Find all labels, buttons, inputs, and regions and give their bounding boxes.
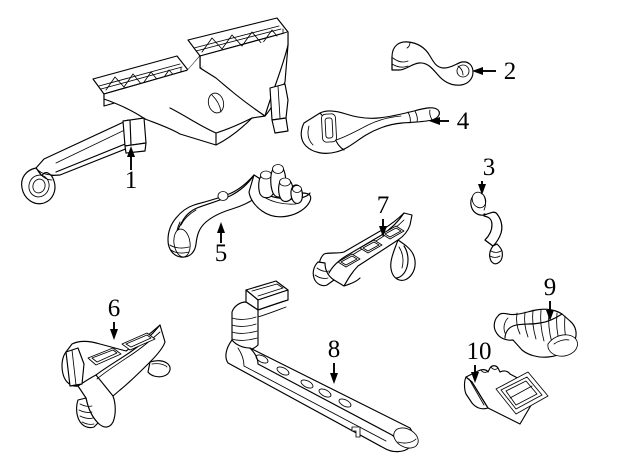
part-2-demister-hose[interactable]	[391, 41, 474, 86]
callout-8-label: 8	[328, 336, 341, 363]
callout-2: 2	[472, 58, 516, 85]
callout-10-label: 10	[467, 338, 492, 365]
callout-10: 10	[467, 338, 492, 383]
callout-4: 4	[429, 108, 470, 135]
callout-8: 8	[328, 336, 341, 384]
callout-9: 9	[544, 274, 557, 321]
callout-3-label: 3	[483, 154, 496, 181]
callout-2-label: 2	[504, 58, 517, 85]
part-4-side-defroster-nozzle[interactable]	[300, 107, 440, 154]
callout-9-label: 9	[544, 274, 557, 301]
callout-1: 1	[125, 146, 138, 194]
part-3-drain-tube[interactable]	[470, 190, 503, 265]
part-8-rear-floor-duct[interactable]	[225, 280, 422, 453]
callout-6: 6	[108, 295, 121, 340]
callout-7: 7	[377, 192, 390, 237]
part-7-center-floor-distributor[interactable]	[312, 212, 416, 287]
callout-6-label: 6	[108, 295, 121, 322]
callout-5-label: 5	[215, 240, 228, 267]
part-5-heater-distribution-duct[interactable]	[167, 164, 312, 258]
part-6-left-floor-duct[interactable]	[61, 324, 171, 429]
part-9-flexible-duct[interactable]	[493, 308, 578, 358]
part-10-rear-floor-vent[interactable]	[463, 365, 549, 425]
callout-1-label: 1	[125, 167, 138, 194]
callout-7-label: 7	[377, 192, 390, 219]
callout-3: 3	[478, 154, 495, 195]
callout-5: 5	[215, 222, 228, 267]
callout-4-label: 4	[457, 108, 470, 135]
part-1-main-defroster-duct[interactable]	[21, 17, 289, 205]
